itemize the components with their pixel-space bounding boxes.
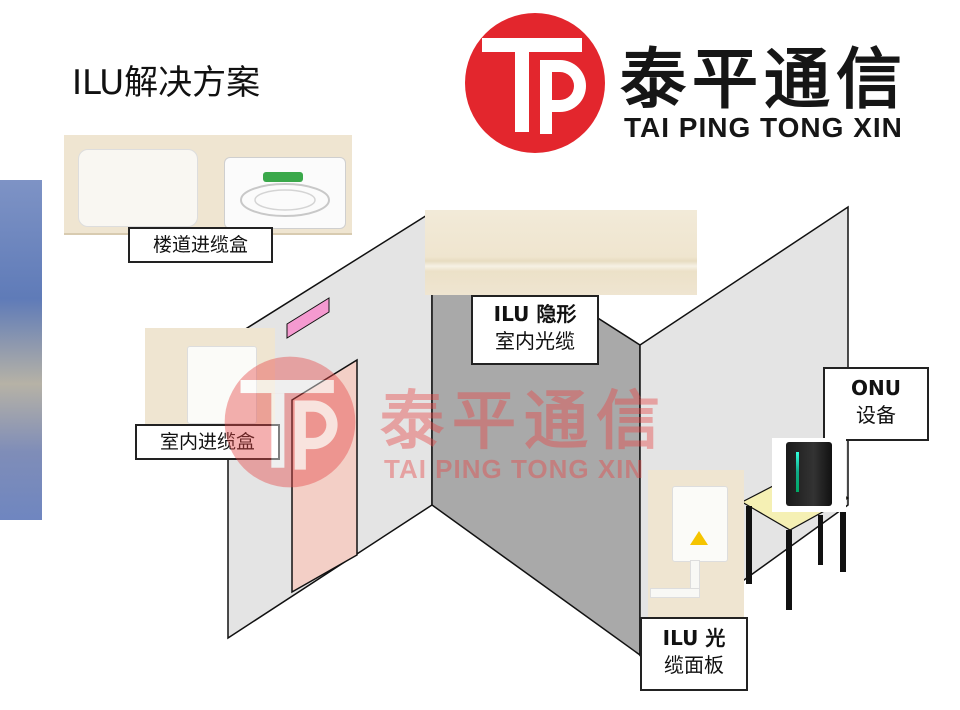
- company-logo: 泰平通信 TAI PING TONG XIN: [460, 8, 950, 158]
- onu-led-strip: [796, 452, 799, 492]
- corridor-box-photo: [64, 135, 352, 235]
- fiber-loop: [240, 183, 330, 217]
- label-corridor-box: 楼道进缆盒: [128, 227, 273, 263]
- page-title: ILU解决方案: [72, 63, 261, 103]
- door: [291, 358, 358, 594]
- label-onu-line2: 设备: [856, 403, 896, 427]
- corridor-box-open: [224, 157, 346, 229]
- label-panel-line1: ILU 光: [662, 626, 726, 650]
- corridor-box-cover: [78, 149, 198, 227]
- label-indoor-box: 室内进缆盒: [135, 424, 280, 460]
- label-panel: ILU 光 缆面板: [640, 617, 748, 691]
- connector-green: [263, 172, 303, 182]
- panel-body: [672, 486, 728, 562]
- hidden-cable-photo: [425, 210, 697, 295]
- indoor-box-body: [187, 346, 257, 424]
- label-hidden-cable-line2: 室内光缆: [495, 329, 575, 353]
- label-onu-line1: ONU: [851, 376, 901, 400]
- logo-name-cn: 泰平通信: [620, 41, 908, 118]
- label-panel-line2: 缆面板: [664, 653, 724, 677]
- onu-device: [786, 442, 832, 506]
- logo-name-en: TAI PING TONG XIN: [624, 112, 903, 143]
- panel-conduit-bend: [650, 588, 700, 598]
- left-photo-fragment: [0, 180, 42, 520]
- laser-warning-icon: [690, 531, 708, 545]
- pink-door-sign: [286, 297, 330, 339]
- label-onu: ONU 设备: [823, 367, 929, 441]
- label-hidden-cable: ILU 隐形 室内光缆: [471, 295, 599, 365]
- panel-photo: [648, 470, 744, 618]
- indoor-box-photo: [145, 328, 275, 428]
- label-hidden-cable-line1: ILU 隐形: [493, 302, 577, 326]
- logo-emblem-icon: [465, 13, 605, 153]
- onu-device-photo: [772, 438, 846, 512]
